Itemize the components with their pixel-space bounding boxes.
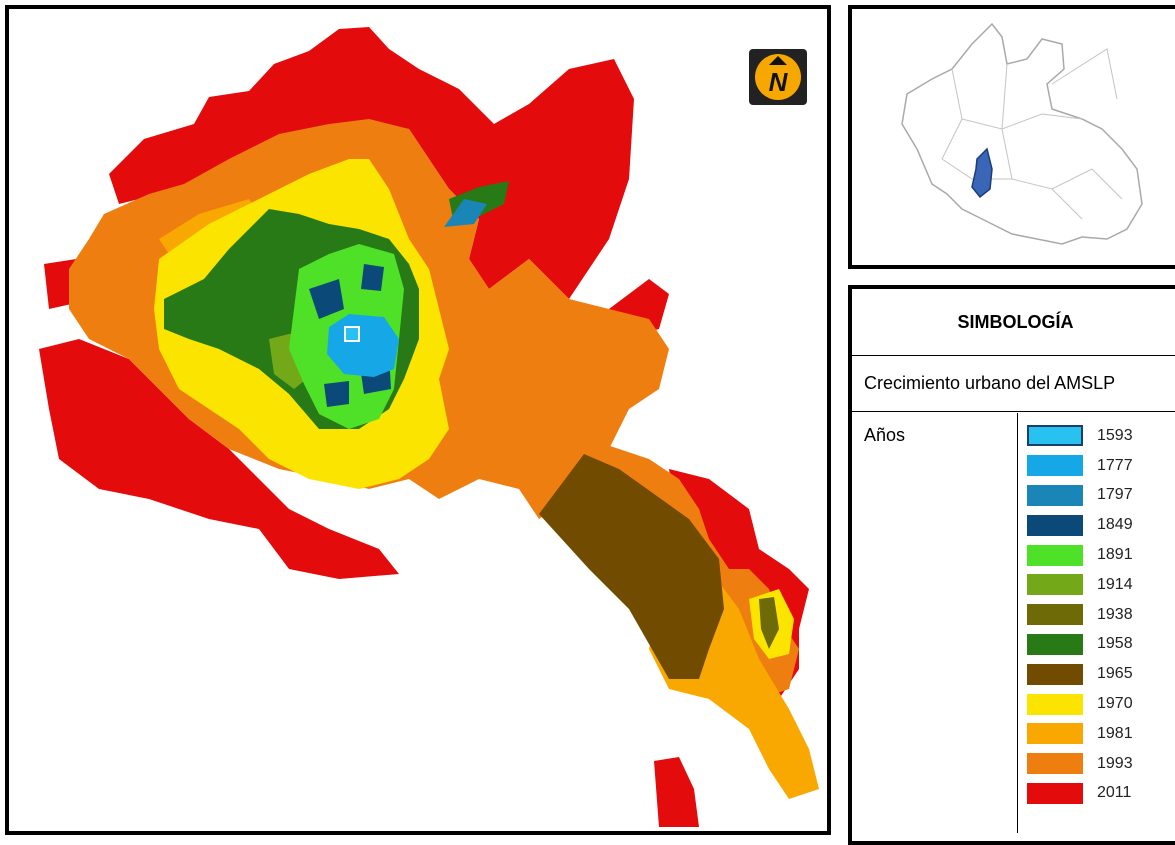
legend-item: 2011 (1027, 779, 1133, 809)
state-locator-map (901, 22, 1143, 245)
north-arrow-caret (769, 56, 787, 65)
legend-swatch (1027, 544, 1083, 566)
legend-swatch (1027, 455, 1083, 477)
legend-year: 1777 (1097, 456, 1133, 474)
legend-subtitle: Crecimiento urbano del AMSLP (852, 356, 1175, 412)
legend-year: 1914 (1097, 575, 1133, 593)
legend-year: 1970 (1097, 695, 1133, 713)
legend-swatch (1027, 604, 1083, 626)
legend-swatch (1027, 693, 1083, 715)
legend-swatch (1027, 782, 1083, 804)
legend-swatch (1027, 663, 1083, 685)
locator-map[interactable] (848, 5, 1175, 269)
legend-item: 1777 (1027, 451, 1133, 481)
legend-year: 1981 (1097, 724, 1133, 742)
legend-swatch (1027, 633, 1083, 655)
legend-swatch (1027, 753, 1083, 775)
legend-year: 1849 (1097, 516, 1133, 534)
legend-year: 1593 (1097, 426, 1133, 444)
legend-item: 1797 (1027, 481, 1133, 511)
legend-year: 1797 (1097, 486, 1133, 504)
growth-1593-zone (344, 326, 360, 342)
legend-year: 1993 (1097, 754, 1133, 772)
north-arrow: N (749, 49, 807, 105)
legend-item: 1970 (1027, 689, 1133, 719)
legend-list: 1593 1777 1797 1849 1891 1914 1938 1958 1965 1970… (1027, 421, 1133, 808)
legend-divider (1017, 413, 1018, 833)
legend-item: 1593 (1027, 421, 1133, 451)
north-arrow-icon: N (755, 54, 801, 100)
legend-panel: SIMBOLOGÍA Crecimiento urbano del AMSLP … (848, 285, 1175, 845)
legend-item: 1965 (1027, 659, 1133, 689)
legend-item: 1938 (1027, 600, 1133, 630)
legend-title: SIMBOLOGÍA (852, 289, 1175, 356)
north-arrow-letter: N (768, 66, 788, 97)
municipal-boundaries (941, 48, 1123, 220)
legend-item: 1891 (1027, 540, 1133, 570)
growth-1797-zone (444, 199, 487, 227)
legend-item: 1981 (1027, 719, 1133, 749)
legend-item: 1849 (1027, 510, 1133, 540)
legend-year: 1938 (1097, 605, 1133, 623)
legend-year: 1965 (1097, 665, 1133, 683)
growth-1965-zone (539, 454, 724, 679)
legend-year: 1958 (1097, 635, 1133, 653)
main-map[interactable]: N (5, 5, 831, 835)
state-outline (901, 22, 1143, 245)
growth-1938-zone (759, 597, 779, 649)
legend-swatch (1027, 425, 1083, 447)
urban-growth-map (39, 27, 819, 827)
legend-year: 2011 (1097, 784, 1132, 802)
legend-swatch (1027, 723, 1083, 745)
legend-item: 1914 (1027, 570, 1133, 600)
legend-year: 1891 (1097, 546, 1133, 564)
legend-item: 1958 (1027, 630, 1133, 660)
legend-years-label: Años (864, 425, 906, 445)
legend-swatch (1027, 484, 1083, 506)
legend-swatch (1027, 514, 1083, 536)
amslp-highlight (971, 147, 993, 199)
legend-swatch (1027, 574, 1083, 596)
legend-item: 1993 (1027, 749, 1133, 779)
